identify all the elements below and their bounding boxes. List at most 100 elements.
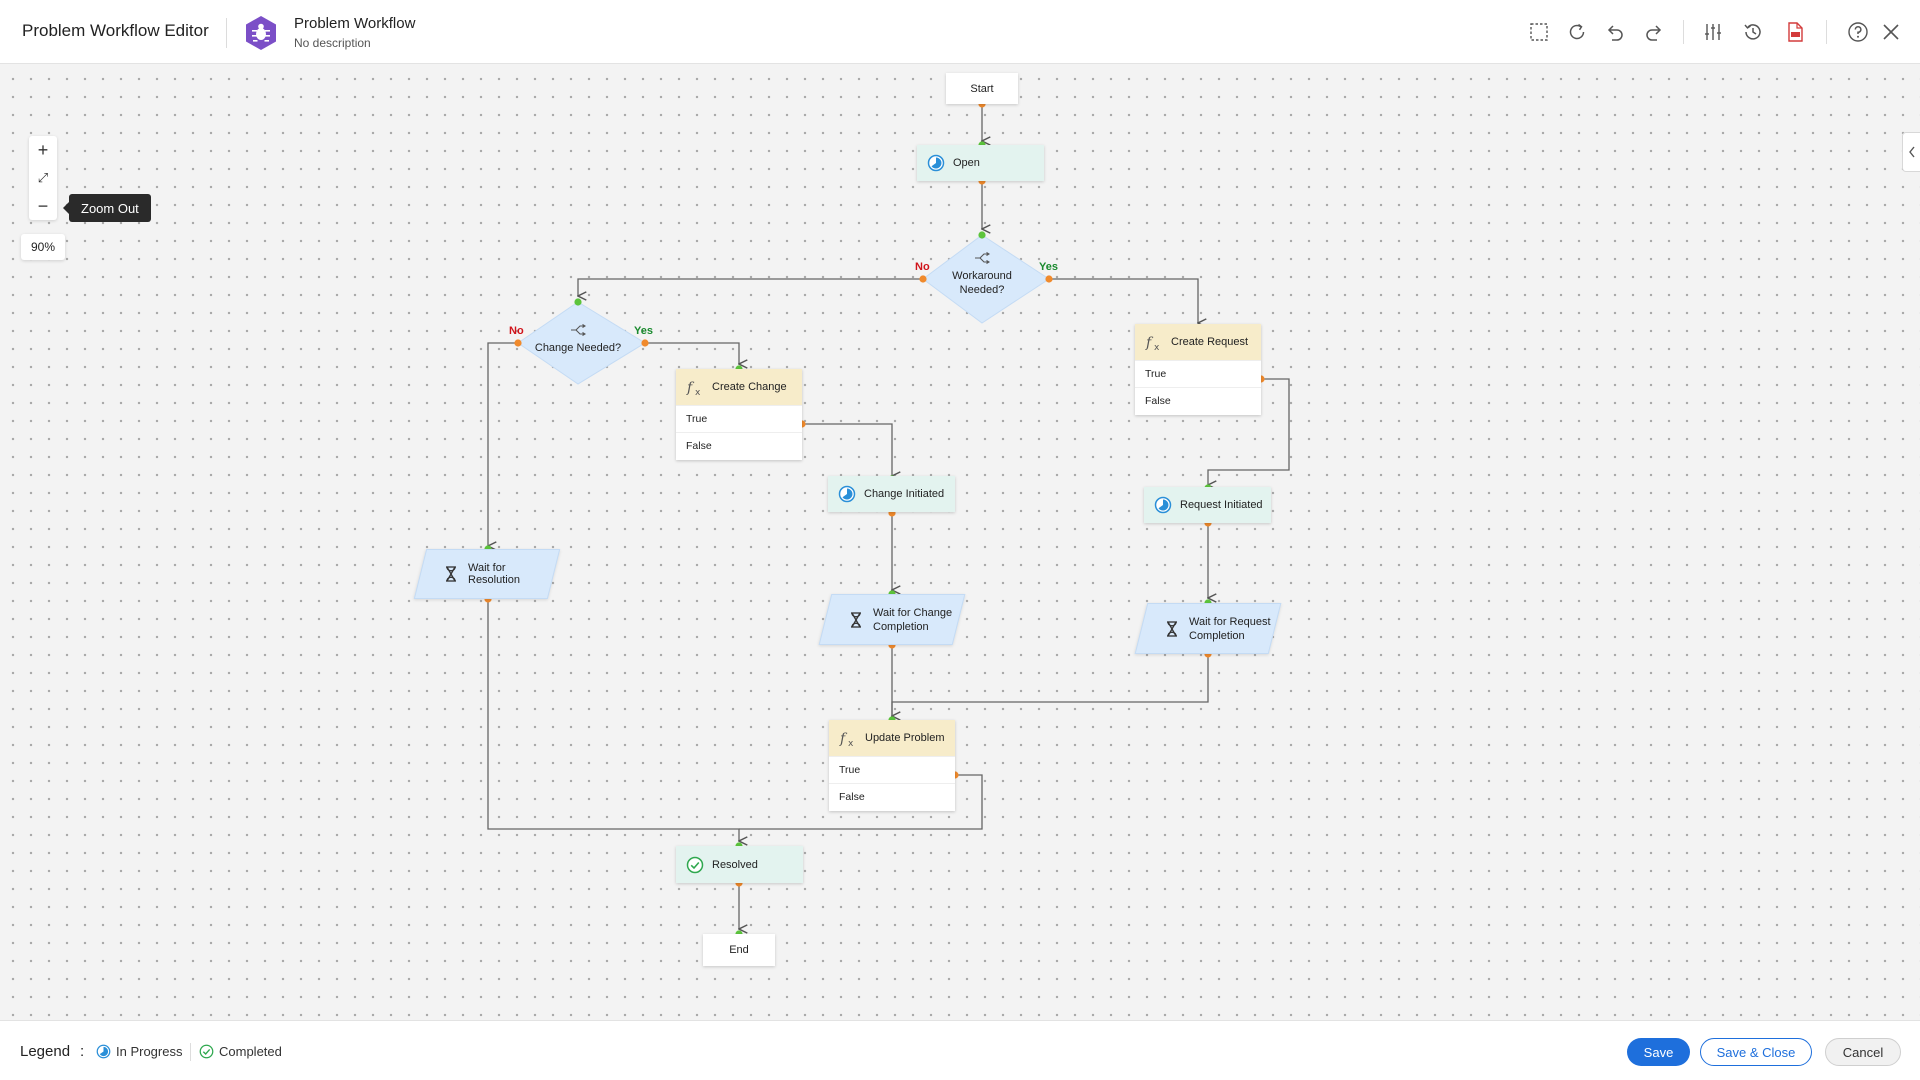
wait-request-line2: Completion bbox=[1189, 629, 1245, 642]
history-icon[interactable] bbox=[1741, 20, 1765, 44]
wait-change-line1: Wait for Change bbox=[873, 606, 953, 619]
toolbar-divider bbox=[1826, 20, 1827, 44]
workflow-logo-icon bbox=[246, 16, 276, 50]
node-wait-for-resolution[interactable]: Wait for Resolution bbox=[413, 549, 561, 599]
toolbar-divider bbox=[1683, 20, 1684, 44]
footer-bar: Legend : In Progress Completed Save Save… bbox=[0, 1020, 1920, 1080]
svg-text:x: x bbox=[695, 388, 701, 396]
zoom-level: 90% bbox=[21, 234, 65, 260]
node-resolved-label: Resolved bbox=[712, 858, 758, 871]
decision-change-diamond bbox=[517, 301, 646, 385]
fit-to-screen-button[interactable]: ⤢ bbox=[37, 170, 49, 185]
header-divider bbox=[226, 18, 227, 48]
svg-text:x: x bbox=[848, 739, 854, 747]
node-resolved[interactable]: Resolved bbox=[676, 846, 803, 883]
edge-createchange-true bbox=[802, 423, 892, 476]
legend-in-progress: In Progress bbox=[96, 1044, 182, 1059]
in-progress-icon bbox=[838, 485, 856, 503]
legend-in-progress-label: In Progress bbox=[116, 1044, 183, 1059]
in-progress-icon bbox=[927, 154, 945, 172]
node-start[interactable]: Start bbox=[946, 73, 1018, 104]
in-progress-icon bbox=[96, 1044, 111, 1059]
decision-workaround-line2: Needed? bbox=[959, 284, 1005, 296]
condition-true-row: True bbox=[676, 405, 802, 432]
decision-icon bbox=[571, 324, 586, 336]
node-open[interactable]: Open bbox=[917, 145, 1044, 181]
svg-text:x: x bbox=[1154, 343, 1160, 351]
header-bar: Problem Workflow Editor Problem Workflow… bbox=[0, 0, 1920, 64]
node-wait-for-request-completion[interactable]: Wait for Request Completion bbox=[1134, 603, 1282, 654]
node-wait-for-change-completion-label: Wait for Change Completion bbox=[873, 606, 952, 634]
edge-waitrequest-update bbox=[891, 654, 1209, 716]
pdf-export-icon[interactable] bbox=[1783, 20, 1807, 44]
edge-change-yes bbox=[645, 342, 739, 364]
wait-change-line2: Completion bbox=[873, 620, 929, 633]
settings-sliders-icon[interactable] bbox=[1701, 20, 1725, 44]
cancel-button[interactable]: Cancel bbox=[1825, 1038, 1901, 1066]
condition-false-row: False bbox=[676, 432, 802, 459]
node-create-request-label: Create Request bbox=[1171, 336, 1249, 348]
editor-title: Problem Workflow Editor bbox=[22, 21, 209, 40]
node-wait-for-resolution-label: Wait for Resolution bbox=[468, 562, 520, 586]
zoom-controls: + ⤢ − bbox=[29, 136, 57, 220]
save-button[interactable]: Save bbox=[1627, 1038, 1690, 1066]
node-wait-for-change-completion[interactable]: Wait for Change Completion bbox=[818, 594, 966, 645]
completed-check-icon bbox=[199, 1044, 214, 1059]
refresh-icon[interactable] bbox=[1565, 20, 1589, 44]
condition-true-row: True bbox=[1135, 360, 1261, 387]
wait-request-line1: Wait for Request bbox=[1189, 615, 1271, 628]
node-request-initiated[interactable]: Request Initiated bbox=[1144, 487, 1271, 523]
edge-workaround-yes bbox=[1049, 278, 1198, 323]
condition-true-row: True bbox=[829, 756, 955, 783]
workflow-name[interactable]: Problem Workflow bbox=[294, 15, 416, 32]
edge-update-resolved bbox=[739, 774, 983, 830]
svg-text:f: f bbox=[839, 731, 848, 747]
workflow-connectors bbox=[484, 100, 1290, 938]
condition-false-row: False bbox=[829, 783, 955, 810]
svg-text:f: f bbox=[686, 380, 695, 396]
change-no-label: No bbox=[509, 325, 524, 337]
collapse-panel-tab[interactable] bbox=[1902, 132, 1920, 172]
change-yes-label: Yes bbox=[634, 325, 653, 337]
close-icon[interactable] bbox=[1879, 20, 1903, 44]
in-progress-icon bbox=[1154, 496, 1172, 514]
hourglass-icon bbox=[851, 611, 861, 628]
node-change-initiated[interactable]: Change Initiated bbox=[828, 476, 955, 512]
edge-createrequest-true bbox=[1208, 378, 1290, 485]
zoom-in-button[interactable]: + bbox=[37, 139, 49, 160]
zoom-out-tooltip: Zoom Out bbox=[63, 194, 151, 222]
decision-workaround-label[interactable]: Workaround Needed? bbox=[937, 269, 1027, 297]
node-end[interactable]: End bbox=[703, 934, 775, 966]
decision-change-label[interactable]: Change Needed? bbox=[534, 342, 622, 354]
legend-divider bbox=[190, 1043, 191, 1061]
help-icon[interactable] bbox=[1846, 20, 1870, 44]
select-area-icon[interactable] bbox=[1527, 20, 1551, 44]
workaround-no-label: No bbox=[915, 261, 930, 273]
decision-workaround-diamond bbox=[922, 234, 1050, 324]
node-open-label: Open bbox=[953, 157, 980, 169]
svg-text:f: f bbox=[1145, 335, 1154, 351]
node-create-change-label: Create Change bbox=[712, 381, 787, 393]
edge-change-no bbox=[488, 342, 518, 546]
decision-icon bbox=[975, 252, 990, 264]
workflow-description[interactable]: No description bbox=[294, 36, 371, 50]
node-wait-for-request-completion-label: Wait for Request Completion bbox=[1189, 615, 1271, 643]
decision-workaround-line1: Workaround bbox=[952, 270, 1012, 282]
redo-icon[interactable] bbox=[1642, 20, 1666, 44]
workaround-yes-label: Yes bbox=[1039, 261, 1058, 273]
edge-waitresolution-resolved bbox=[487, 599, 739, 841]
undo-icon[interactable] bbox=[1603, 20, 1627, 44]
legend-completed: Completed bbox=[199, 1044, 282, 1059]
node-update-problem-label: Update Problem bbox=[865, 732, 945, 744]
edge-workaround-no bbox=[578, 278, 923, 296]
node-change-initiated-label: Change Initiated bbox=[864, 488, 945, 500]
completed-check-icon bbox=[686, 856, 704, 873]
save-and-close-button[interactable]: Save & Close bbox=[1700, 1038, 1812, 1066]
zoom-out-button[interactable]: − bbox=[37, 195, 49, 216]
workflow-canvas[interactable]: + ⤢ − Zoom Out 90% Start Open Workaround… bbox=[0, 64, 1920, 1020]
